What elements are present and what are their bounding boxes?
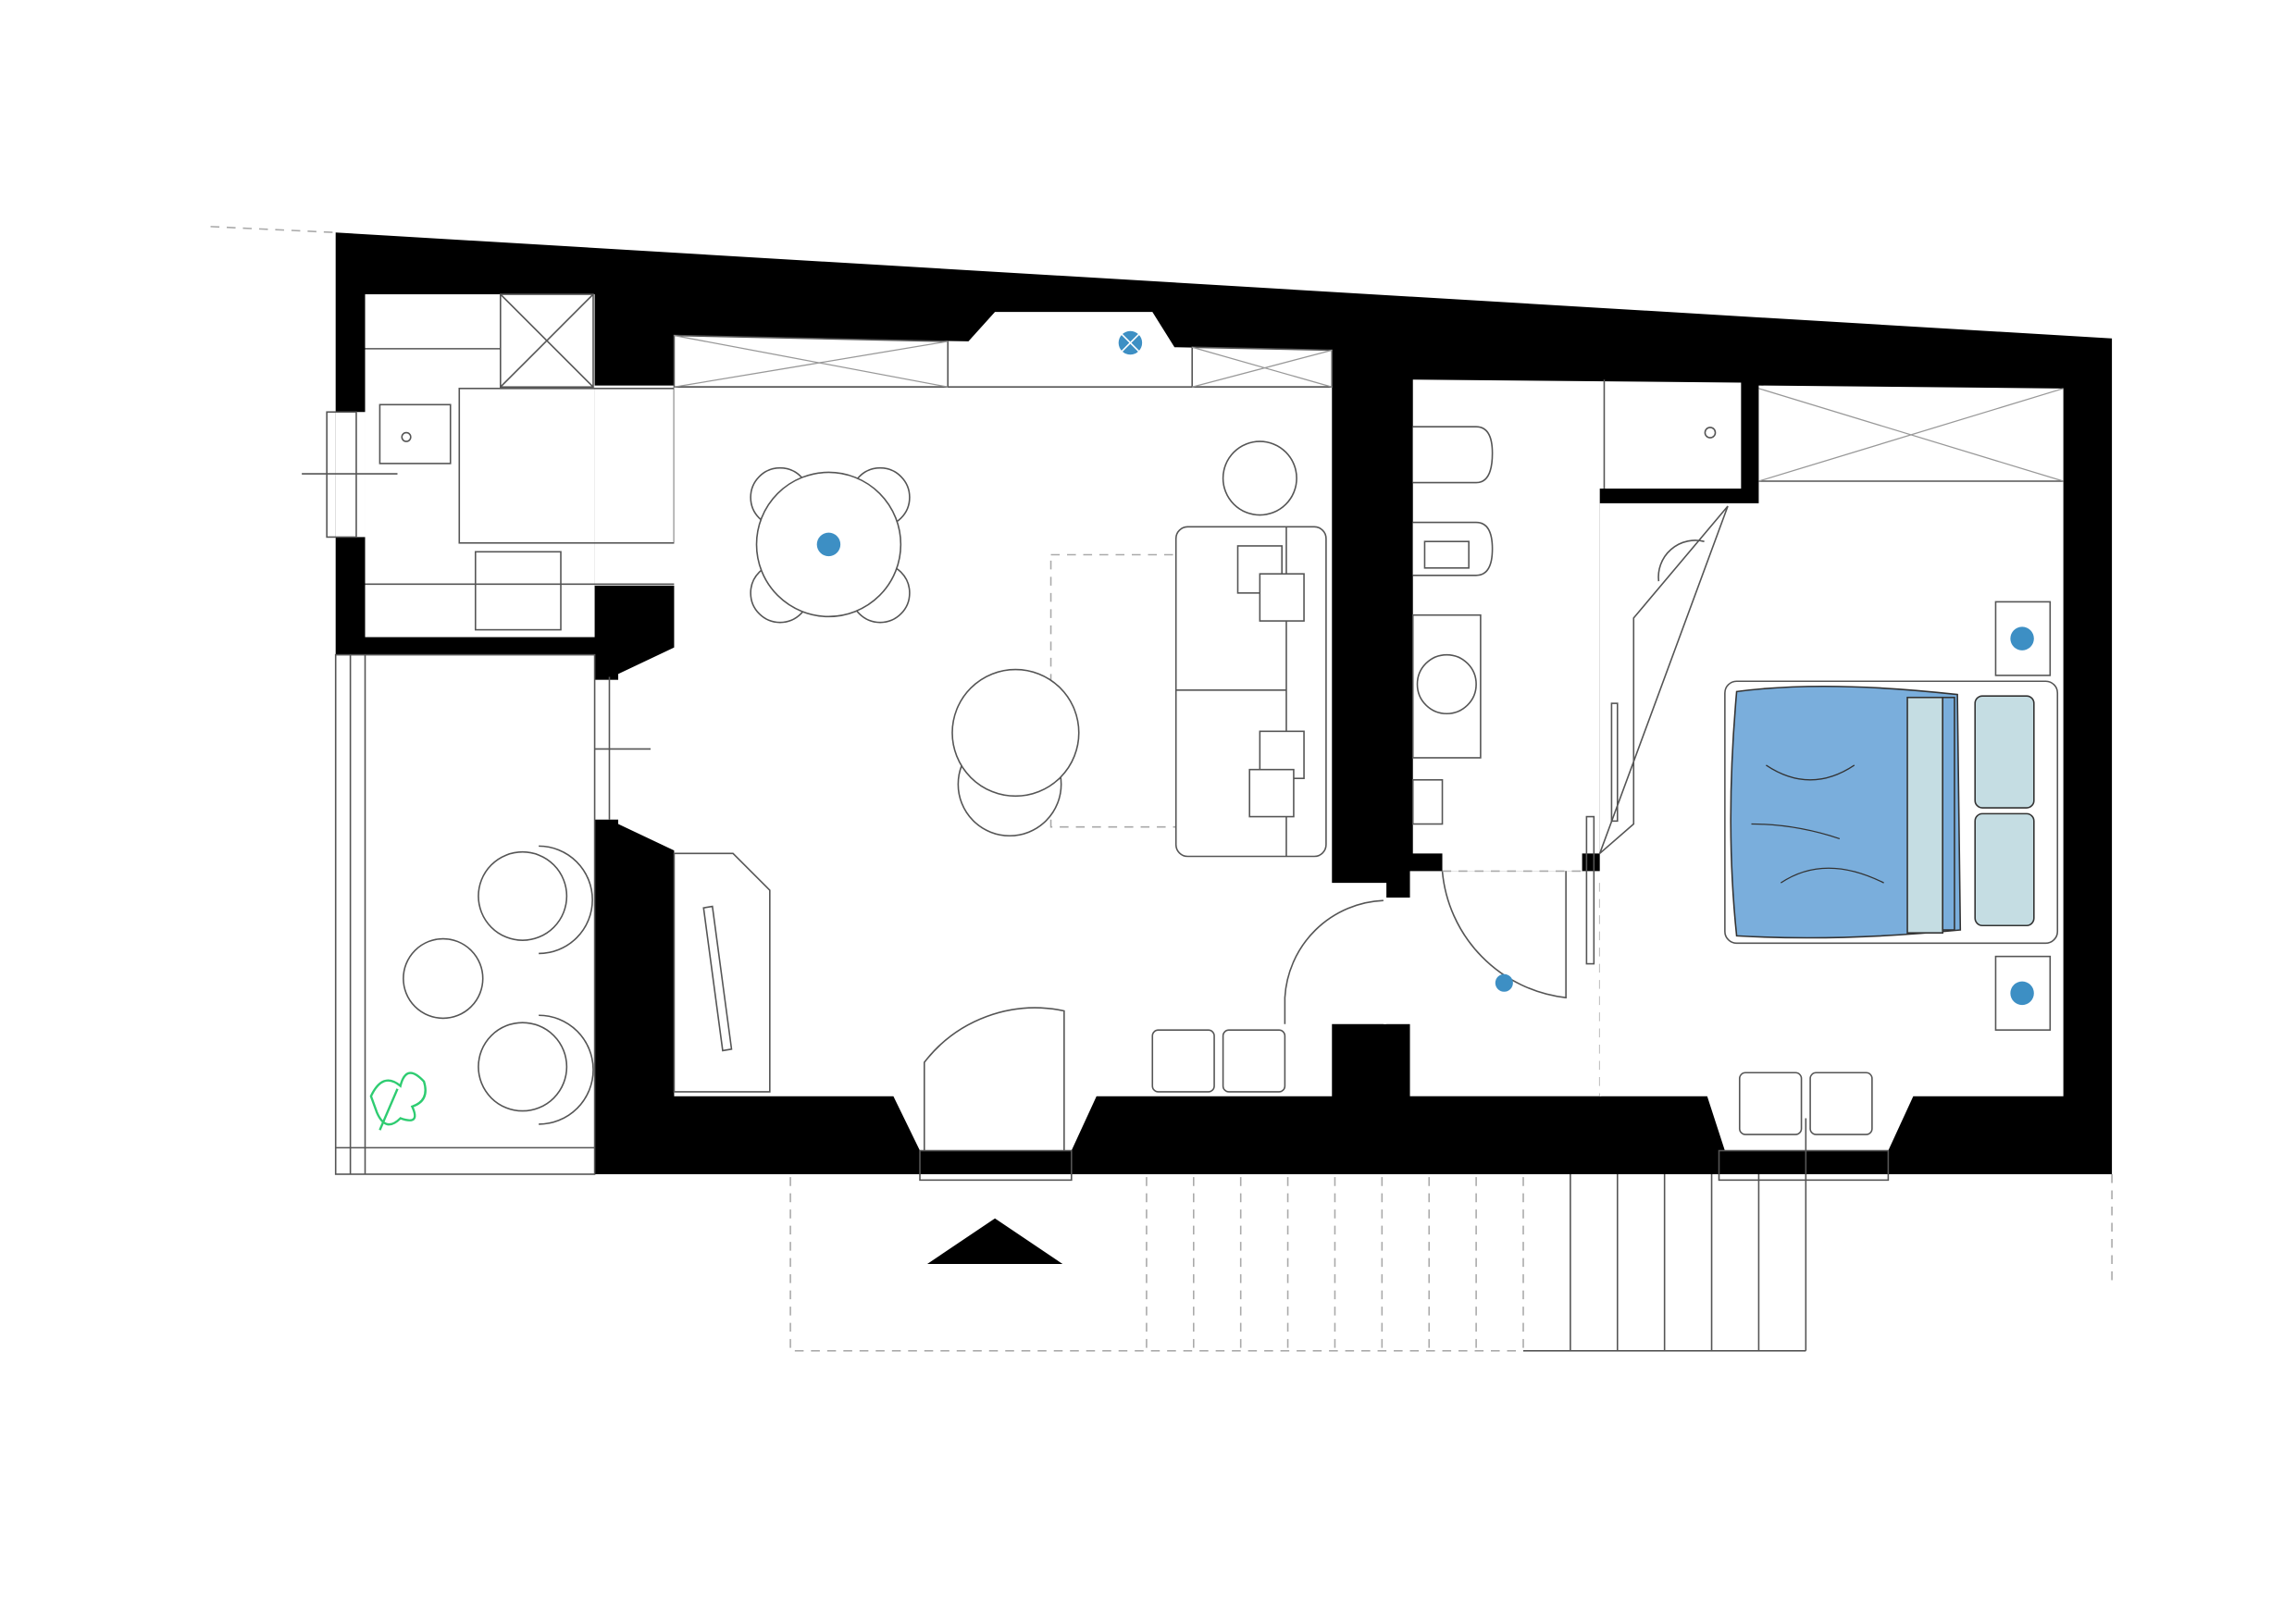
bathroom (1411, 379, 1742, 872)
lamp-icon (2010, 626, 2034, 650)
plant-icon (369, 1072, 427, 1131)
desk (673, 852, 771, 1093)
toilet (1412, 426, 1494, 484)
washbasin (1411, 613, 1482, 759)
bathroom-door (1441, 871, 1567, 999)
fridge (500, 293, 594, 389)
coffee-table (951, 668, 1080, 798)
bedroom-window (1718, 1149, 1890, 1182)
bed (1724, 680, 2059, 945)
hall-door (1284, 899, 1384, 1024)
ceiling-light-icon (816, 532, 841, 557)
ceiling-light-icon (1114, 328, 1146, 358)
stairs (1523, 1173, 1806, 1352)
pillow (1974, 812, 2035, 927)
bedroom-door (1585, 815, 1595, 965)
bedroom-wardrobe (1598, 505, 1729, 854)
boundary-line (210, 226, 336, 234)
entrance-door (923, 1007, 1065, 1151)
balcony-chair (478, 1014, 594, 1125)
balcony (334, 653, 596, 1175)
living-room (556, 312, 1387, 1182)
kitchen (302, 293, 677, 638)
pillow (1974, 695, 2035, 809)
terrace (789, 1177, 1524, 1352)
ceiling-light-icon (1495, 973, 1513, 992)
dining-table (750, 466, 911, 624)
balcony-chair (478, 845, 593, 955)
balcony-table (403, 937, 484, 1020)
ottoman (1738, 1072, 1873, 1135)
nightstand (1994, 601, 2052, 676)
side-table (1222, 440, 1297, 516)
bedroom (1585, 385, 2064, 1351)
entrance-arrow-icon (926, 1218, 1063, 1264)
hallway (1383, 870, 1602, 1096)
stove (474, 551, 562, 631)
lamp-icon (2010, 981, 2034, 1006)
ottoman (1151, 1029, 1286, 1093)
kitchen-sink (379, 403, 452, 465)
bidet (1412, 521, 1494, 576)
sofa (1174, 526, 1327, 858)
